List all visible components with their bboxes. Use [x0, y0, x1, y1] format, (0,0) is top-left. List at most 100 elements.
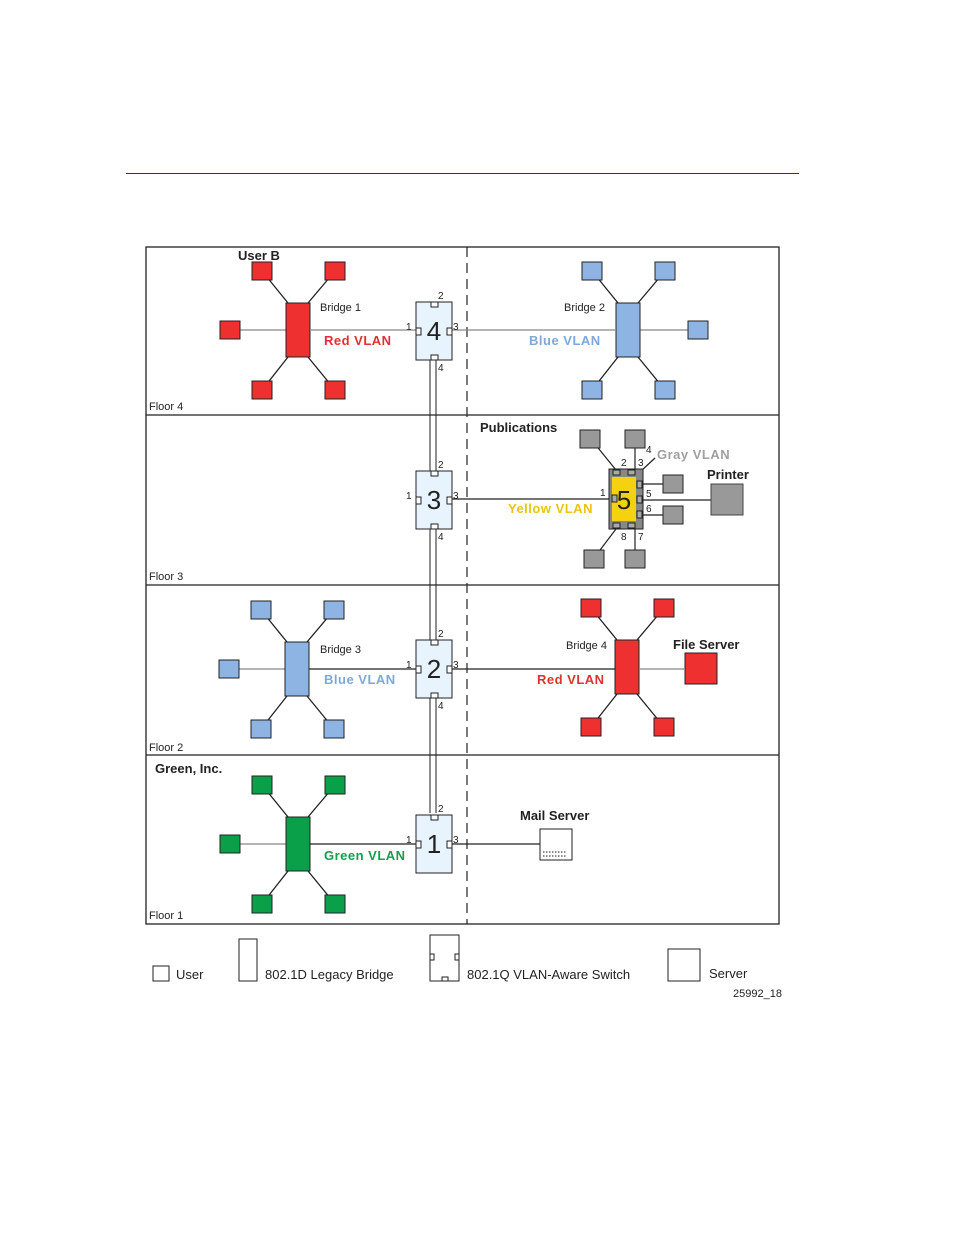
- switch-number: 5: [617, 485, 631, 515]
- legacy-bridge-icon: [614, 639, 640, 695]
- port-icon: [430, 470, 439, 477]
- port-label: 2: [621, 458, 627, 469]
- floor-label: Floor 3: [149, 571, 183, 583]
- user-icon: [219, 834, 241, 854]
- vlan-label-green: Green VLAN: [324, 848, 406, 863]
- user-icon: [687, 320, 709, 340]
- switch-number: 1: [427, 829, 441, 859]
- floor-label: Floor 4: [149, 401, 183, 413]
- port-icon: [612, 469, 621, 476]
- bridge-groups: [218, 261, 709, 914]
- legend: User 802.1D Legacy Bridge 802.1Q VLAN-Aw…: [152, 934, 782, 1000]
- port-icon: [430, 523, 439, 530]
- port-icon: [446, 496, 453, 505]
- port-icon: [415, 665, 422, 674]
- vlan-label-yellow: Yellow VLAN: [508, 501, 593, 516]
- bridge-label: Bridge 3: [320, 644, 361, 656]
- port-label: 7: [638, 532, 644, 543]
- user-icon: [251, 261, 273, 281]
- port-label: 4: [646, 445, 652, 456]
- user-icon: [654, 261, 676, 281]
- user-icon: [323, 600, 345, 620]
- user-icon: [583, 549, 605, 569]
- user-icon: [653, 598, 675, 618]
- port-label: 4: [438, 363, 444, 374]
- port-icon: [415, 840, 422, 849]
- port-icon: [446, 327, 453, 336]
- user-icon: [250, 719, 272, 739]
- switch-number: 2: [427, 654, 441, 684]
- legend-switch-label: 802.1Q VLAN-Aware Switch: [467, 967, 630, 982]
- user-icon: [218, 659, 240, 679]
- port-label: 1: [406, 835, 412, 846]
- user-icon: [662, 474, 684, 494]
- user-b-label: User B: [238, 248, 280, 263]
- port-icon: [415, 496, 422, 505]
- port-label: 3: [638, 458, 644, 469]
- legacy-bridge-icon: [284, 641, 310, 697]
- file-server-icon: [684, 652, 718, 685]
- port-icon: [636, 495, 643, 504]
- floor-frames: [145, 246, 780, 925]
- user-icon: [219, 320, 241, 340]
- printer-icon: [710, 483, 744, 516]
- port-icon: [636, 510, 643, 519]
- legend-bridge-label: 802.1D Legacy Bridge: [265, 967, 394, 982]
- user-icon: [624, 549, 646, 569]
- port-icon: [627, 469, 636, 476]
- vlan-aware-switch-icon: [415, 639, 453, 699]
- port-icon: [430, 692, 439, 699]
- switch-number: 4: [427, 316, 441, 346]
- vlan-label-blue: Blue VLAN: [324, 672, 396, 687]
- bridge-4-group: [580, 598, 675, 737]
- bridge-label: Bridge 4: [566, 640, 607, 652]
- user-icon: [251, 380, 273, 400]
- mail-server-icon: [539, 828, 573, 861]
- port-icon: [415, 327, 422, 336]
- switch-1: 1 1 2 3: [406, 804, 459, 874]
- bridge-2-group: [581, 261, 709, 400]
- port-label: 2: [438, 291, 444, 302]
- port-icon: [446, 840, 453, 849]
- legend-bridge-icon: [238, 938, 258, 982]
- floor-label: Floor 1: [149, 910, 183, 922]
- port-label: 3: [453, 322, 459, 333]
- user-icon: [581, 261, 603, 281]
- mail-server-label: Mail Server: [520, 808, 589, 823]
- vlan-label-red: Red VLAN: [537, 672, 605, 687]
- figure-id: 25992_18: [733, 988, 782, 1000]
- port-label: 1: [406, 322, 412, 333]
- green-inc-label: Green, Inc.: [155, 761, 222, 776]
- port-icon: [430, 814, 439, 821]
- user-icon: [324, 261, 346, 281]
- legacy-bridge-icon: [285, 816, 311, 872]
- legend-user-label: User: [176, 967, 204, 982]
- user-icon: [662, 505, 684, 525]
- legend-server-label: Server: [709, 966, 748, 981]
- printer-label: Printer: [707, 467, 749, 482]
- bridge-1-group: [219, 261, 346, 400]
- bridge-5-group: [219, 775, 346, 914]
- trunk-links: [429, 360, 437, 813]
- port-icon: [430, 301, 439, 308]
- user-icon: [654, 380, 676, 400]
- port-icon: [611, 494, 618, 503]
- switch-number: 3: [427, 485, 441, 515]
- port-label: 3: [453, 491, 459, 502]
- switch-4: 4 1 2 3 4: [406, 291, 459, 374]
- port-label: 3: [453, 660, 459, 671]
- port-label: 3: [453, 835, 459, 846]
- user-icon: [653, 717, 675, 737]
- port-label: 2: [438, 804, 444, 815]
- port-label: 6: [646, 504, 652, 515]
- vlan-label-red: Red VLAN: [324, 333, 392, 348]
- publications-label: Publications: [480, 420, 557, 435]
- user-icon: [580, 598, 602, 618]
- file-server-label: File Server: [673, 637, 740, 652]
- port-label: 1: [406, 491, 412, 502]
- port-icon: [627, 522, 636, 529]
- user-icon: [324, 380, 346, 400]
- port-label: 8: [621, 532, 627, 543]
